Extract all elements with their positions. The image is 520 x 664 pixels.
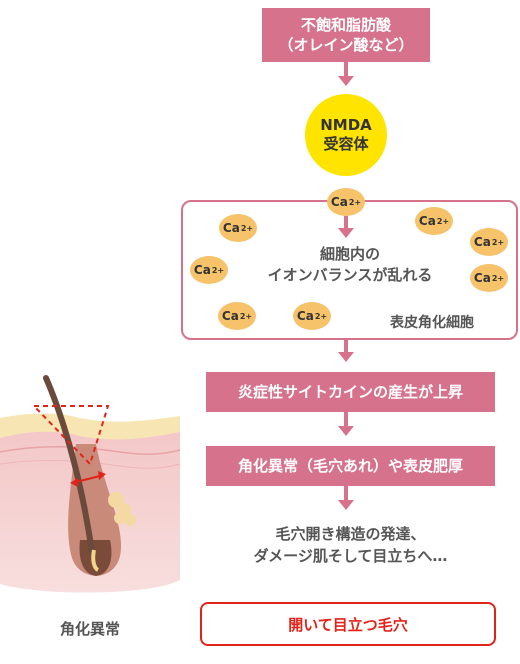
pore-width-arrow [75, 475, 101, 483]
keratinization-abnormality-box: 角化異常（毛穴あれ）や表皮肥厚 [206, 446, 495, 486]
skin-epidermis [0, 413, 180, 440]
nmda-label: NMDA [320, 116, 372, 134]
nmda-receptor-circle: NMDA 受容体 [305, 94, 387, 176]
keratinocyte-label: 表皮角化細胞 [390, 315, 474, 331]
oleic-acid-label: （オレイン酸など） [278, 36, 414, 54]
ion-imbalance-line2: イオンバランスが乱れる [267, 266, 433, 284]
pore-development-line2: ダメージ肌そして目立ちへ… [253, 547, 448, 565]
calcium-charge: 2+ [348, 197, 362, 207]
unsaturated-fatty-acid-box: 不飽和脂肪酸 （オレイン酸など） [262, 8, 430, 62]
calcium-symbol: Ca [330, 195, 348, 209]
hair-root-highlight [91, 549, 100, 572]
keratinization-caption: 角化異常 [59, 620, 120, 638]
unsaturated-fatty-acid-label: 不飽和脂肪酸 [300, 16, 391, 34]
sebaceous-gland [108, 492, 136, 526]
pore-development-text: 毛穴開き構造の発達、 ダメージ肌そして目立ちへ… [206, 523, 495, 567]
visible-open-pores-box: 開いて目立つ毛穴 [200, 602, 496, 646]
receptor-label: 受容体 [323, 135, 369, 153]
hair-bulb [79, 540, 112, 576]
pore-opening-outline [31, 405, 110, 466]
hair-shaft [43, 375, 95, 555]
ion-imbalance-line1: 細胞内の [319, 245, 380, 263]
keratinization-abnormality-label: 角化異常（毛穴あれ）や表皮肥厚 [237, 457, 463, 475]
skin-layer-line [0, 459, 180, 469]
skin-layer-line [0, 446, 180, 455]
ion-imbalance-text: 細胞内の イオンバランスが乱れる [240, 244, 460, 286]
cytokine-increase-box: 炎症性サイトカインの産生が上昇 [206, 372, 495, 412]
visible-open-pores-label: 開いて目立つ毛穴 [288, 615, 408, 634]
pore-development-line1: 毛穴開き構造の発達、 [275, 525, 426, 543]
skin-pore-illustration [0, 375, 180, 593]
cytokine-increase-label: 炎症性サイトカインの産生が上昇 [237, 383, 463, 401]
